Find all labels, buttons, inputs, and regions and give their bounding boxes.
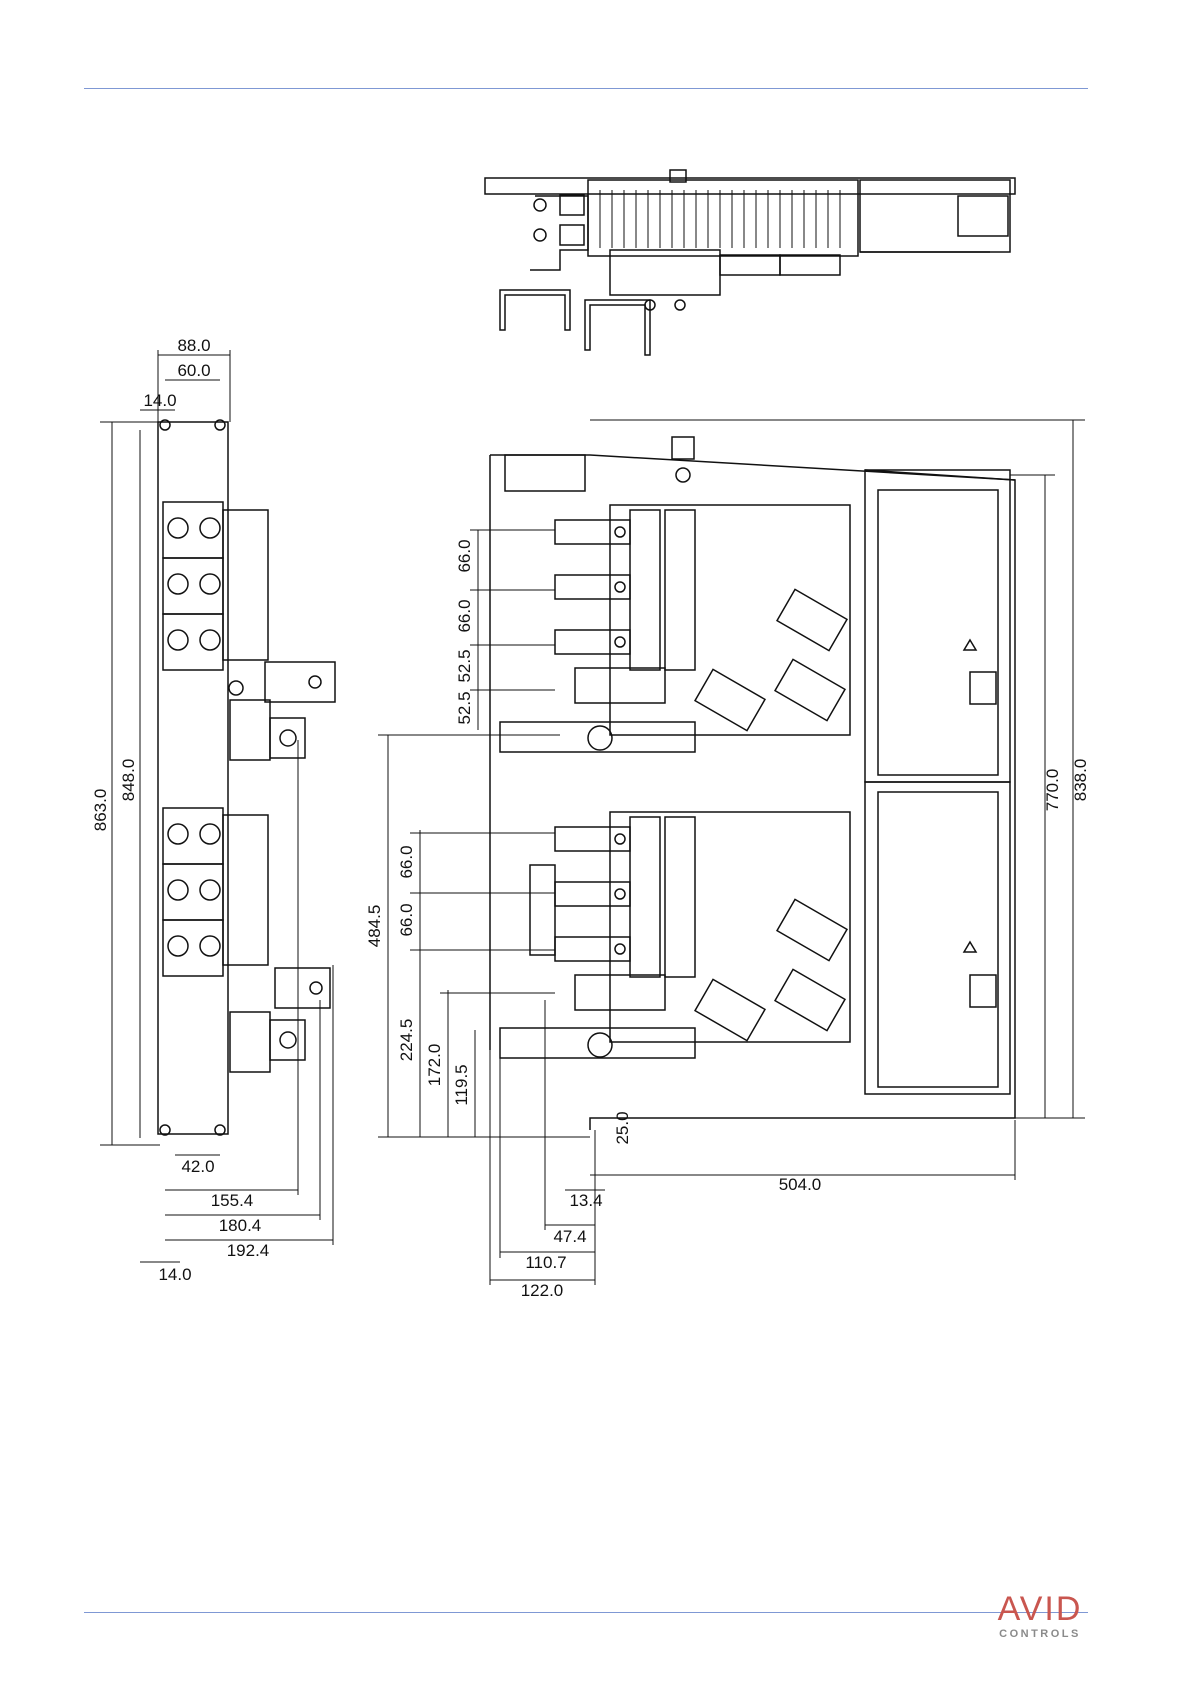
dim-overall-height: 863.0: [91, 789, 110, 832]
dim-height-enclosure: 770.0: [1043, 769, 1062, 812]
dim-offset-4: 122.0: [521, 1281, 564, 1300]
dim-height-1: 224.5: [397, 1019, 416, 1062]
dim-width-main: 504.0: [779, 1175, 822, 1194]
dim-depth-3: 192.4: [227, 1241, 270, 1260]
dim-offset-1: 13.4: [569, 1191, 602, 1210]
dim-offset-2: 47.4: [553, 1227, 586, 1246]
dim-height-total: 838.0: [1071, 759, 1090, 802]
dim-top-width: 88.0: [177, 336, 210, 355]
dim-bottom-offset: 14.0: [158, 1265, 191, 1284]
dim-depth-1: 155.4: [211, 1191, 254, 1210]
dim-height-main: 484.5: [365, 905, 384, 948]
dim-pitch-f: 66.0: [397, 903, 416, 936]
dim-mount-height: 848.0: [119, 759, 138, 802]
logo-brand-sub: CONTROLS: [990, 1628, 1090, 1640]
dim-pitch-a: 66.0: [455, 539, 474, 572]
logo-brand: AVID: [990, 1592, 1090, 1626]
dim-top-hole-pitch: 60.0: [177, 361, 210, 380]
dim-pitch-e: 66.0: [397, 845, 416, 878]
top-view: [485, 170, 1015, 355]
side-view: [158, 420, 335, 1135]
dim-offset-3: 110.7: [525, 1253, 566, 1272]
dim-height-2: 172.0: [425, 1044, 444, 1087]
dim-pitch-b: 66.0: [455, 599, 474, 632]
dim-pitch-d: 52.5: [455, 691, 474, 724]
dim-base-offset: 42.0: [181, 1157, 214, 1176]
dim-depth-2: 180.4: [219, 1216, 262, 1235]
avid-controls-logo: AVID CONTROLS: [990, 1592, 1090, 1640]
dim-top-offset: 14.0: [143, 391, 176, 410]
dim-height-3: 119.5: [452, 1064, 471, 1105]
dim-pitch-c: 52.5: [455, 649, 474, 682]
dim-bottom-gap: 25.0: [613, 1111, 632, 1144]
front-view: [490, 437, 1015, 1130]
